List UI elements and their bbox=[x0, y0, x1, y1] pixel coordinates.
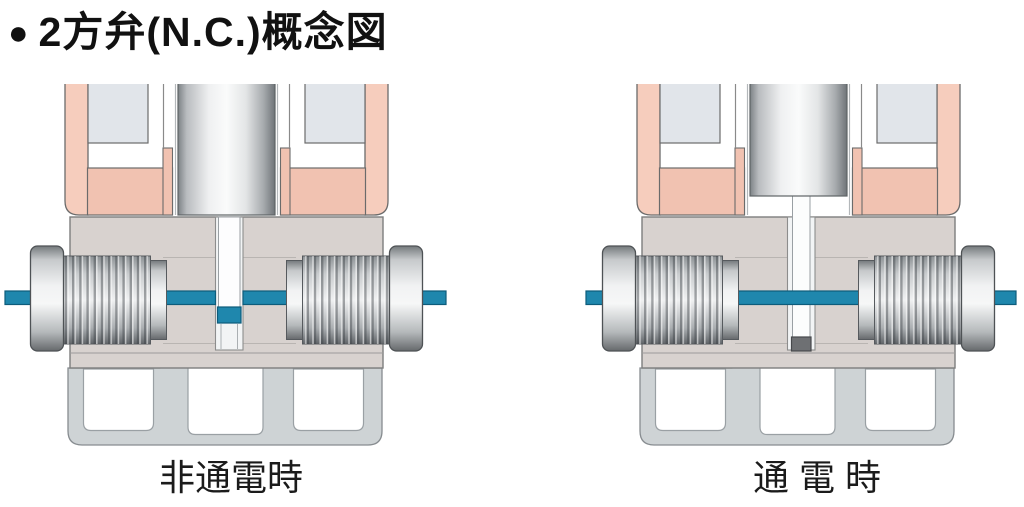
seat-liquid-pocket bbox=[216, 306, 242, 324]
plunger-stem-raised bbox=[792, 195, 811, 338]
page-title: ● 2方弁(N.C.)概念図 bbox=[8, 8, 388, 57]
page-title-text: 2方弁(N.C.)概念図 bbox=[38, 9, 388, 55]
plunger-down bbox=[177, 84, 276, 216]
valve-state-energized bbox=[585, 84, 1017, 446]
valve-state-deenergized bbox=[4, 84, 447, 446]
bullet-icon: ● bbox=[8, 13, 29, 52]
plunger-raised bbox=[749, 84, 848, 197]
state-label-energized: 通電時 bbox=[752, 457, 892, 498]
plunger-stem-down bbox=[218, 216, 241, 308]
valve-diagram bbox=[4, 84, 1017, 446]
stem-seal-tip bbox=[790, 336, 812, 352]
state-label-deenergized: 非通電時 bbox=[158, 457, 304, 498]
